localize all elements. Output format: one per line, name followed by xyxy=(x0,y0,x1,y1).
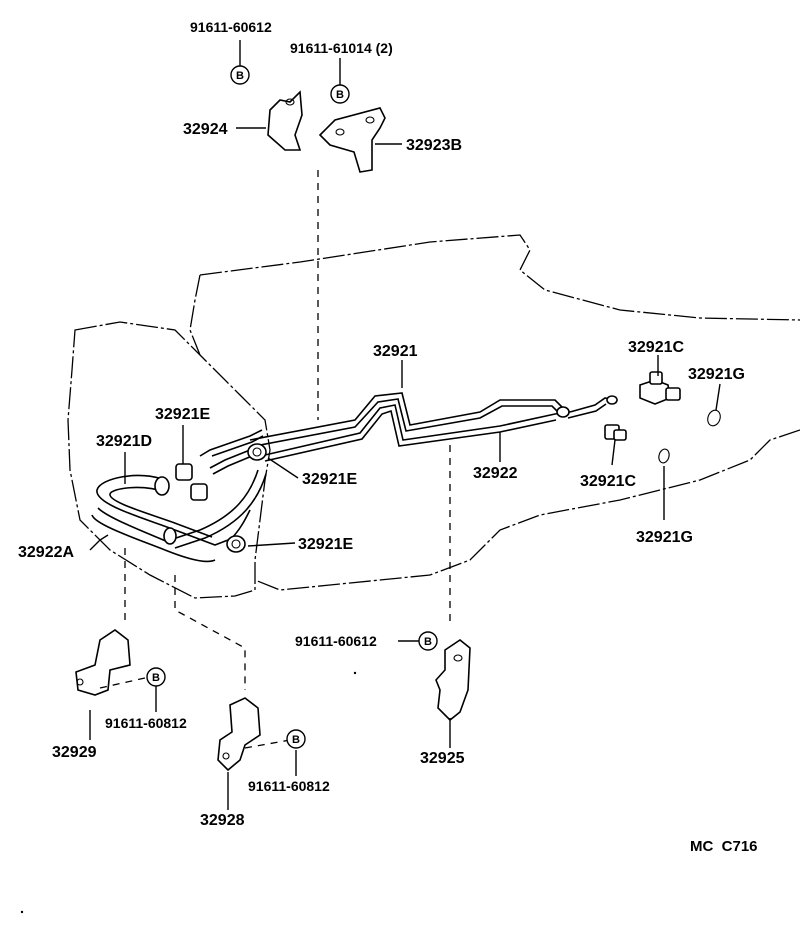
label-32924: 32924 xyxy=(183,121,228,138)
label-32921G-top: 32921G xyxy=(688,366,745,383)
label-32922A: 32922A xyxy=(18,544,74,561)
pipe-32921 xyxy=(249,392,566,448)
engine-outline xyxy=(67,234,800,599)
bracket-32923B xyxy=(318,107,386,173)
svg-text:B: B xyxy=(236,70,244,82)
label-91611-60812-left: 91611-60812 xyxy=(105,715,187,731)
bolt-marker-mid: B xyxy=(418,631,438,651)
label-32923B: 32923B xyxy=(406,137,462,154)
label-32921D: 32921D xyxy=(96,433,152,450)
label-32922: 32922 xyxy=(473,465,518,482)
bracket-32924 xyxy=(267,90,303,151)
svg-text:B: B xyxy=(152,672,160,684)
o-ring-32921G-top xyxy=(707,409,721,427)
svg-text:B: B xyxy=(336,89,344,101)
o-ring-32921G-bot xyxy=(658,448,670,464)
label-32921E-top: 32921E xyxy=(155,406,210,423)
clamp-32928 xyxy=(217,697,261,772)
label-32921C-bot: 32921C xyxy=(580,473,636,490)
union-fitting-32921C xyxy=(639,371,681,405)
reference-code: MC C716 xyxy=(690,838,758,855)
dashed-guides xyxy=(99,170,451,749)
svg-text:B: B xyxy=(424,636,432,648)
clamp-32921E-3 xyxy=(226,535,246,553)
svg-text:B: B xyxy=(292,734,300,746)
fitting-32921C-lower xyxy=(604,424,627,441)
clamp-32921E-2 xyxy=(247,443,267,461)
label-91611-60812-right: 91611-60812 xyxy=(248,778,330,794)
label-91611-60612-mid: 91611-60612 xyxy=(295,633,377,649)
leader-lines xyxy=(89,40,721,810)
label-32921G-bot: 32921G xyxy=(636,529,693,546)
label-32925: 32925 xyxy=(420,750,465,767)
clamp-32929 xyxy=(75,629,131,696)
label-91611-61014: 91611-61014 (2) xyxy=(290,40,393,56)
label-32921E-low: 32921E xyxy=(298,536,353,553)
clamp-32921E-1 xyxy=(175,463,208,501)
clamp-32925 xyxy=(435,639,471,722)
label-32921: 32921 xyxy=(373,343,418,360)
bolt-marker-left: B xyxy=(146,667,166,687)
label-32921C-top: 32921C xyxy=(628,339,684,356)
label-32928: 32928 xyxy=(200,812,245,829)
bolt-marker-top-right: B xyxy=(330,84,350,104)
pipe-ends-left xyxy=(199,429,264,475)
label-32929: 32929 xyxy=(52,744,97,761)
label-32921E-mid: 32921E xyxy=(302,471,357,488)
label-91611-60612-top: 91611-60612 xyxy=(190,19,272,35)
bolt-marker-top-left: B xyxy=(230,65,250,85)
speck xyxy=(353,671,357,675)
pipe-end-fitting xyxy=(556,395,618,418)
speck xyxy=(20,910,24,914)
bolt-marker-right: B xyxy=(286,729,306,749)
